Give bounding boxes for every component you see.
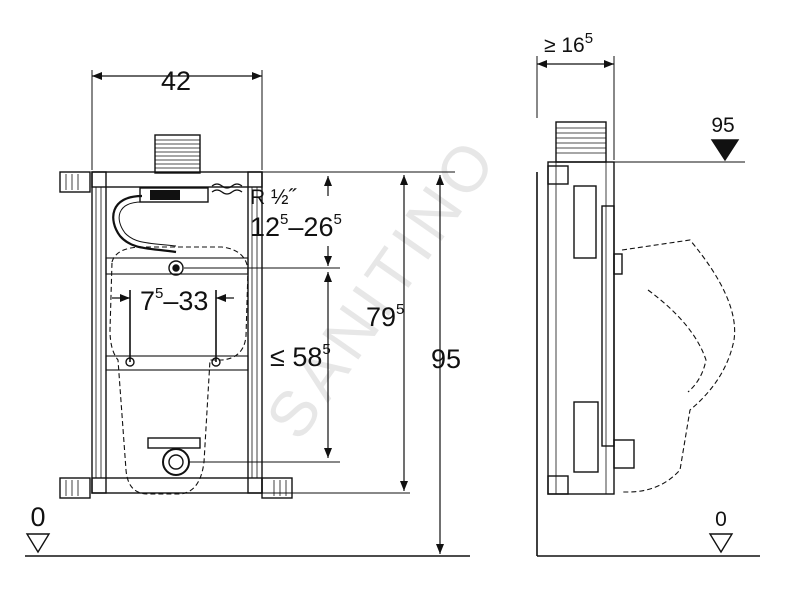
- side-front-panel: [601, 205, 615, 447]
- watermark: SANITINO: [252, 123, 512, 451]
- lower-cross-bar: [105, 355, 249, 371]
- side-floor-marker-icon: [708, 533, 734, 554]
- mount-bracket-bottom-right: [261, 477, 293, 499]
- bolt-spacing-label: 75–33: [140, 285, 208, 316]
- inlet-height-label: 795: [366, 301, 404, 332]
- side-bracket-bottom: [547, 475, 569, 495]
- thread-lines: [155, 139, 200, 169]
- upper-cross-bar: [105, 257, 249, 275]
- bolt-right: [211, 357, 221, 367]
- mount-bracket-bottom-left: [59, 477, 91, 499]
- side-frame: [547, 161, 615, 495]
- front-floor-label: 0: [30, 502, 45, 532]
- mount-bracket-top-left: [59, 171, 91, 193]
- total-height-label: 95: [431, 344, 461, 374]
- flush-hose: [112, 194, 177, 254]
- front-view: [25, 70, 470, 557]
- top-level-label: 95: [711, 114, 734, 137]
- top-inlet-pipe: [154, 134, 201, 174]
- front-view-labels: 42 R ½˝ 125–265 75–33 ≤ 585 795 95 0: [30, 66, 461, 532]
- side-valve-housing: [573, 185, 597, 259]
- side-urinal-outline: [621, 239, 736, 493]
- bolt-left: [125, 357, 135, 367]
- side-outlet-stub: [613, 439, 635, 469]
- frame-top-rail: [91, 171, 263, 188]
- flush-connection: [168, 260, 184, 276]
- side-bracket-top: [547, 165, 569, 185]
- thread-label: R ½˝: [250, 186, 298, 209]
- connection-range-label: 125–265: [250, 211, 342, 242]
- depth-label: ≥ 165: [544, 30, 593, 57]
- frame-right-upright: [247, 171, 263, 494]
- waste-bracket: [147, 437, 201, 449]
- outlet-height-label: ≤ 585: [270, 341, 331, 372]
- side-outlet-housing: [573, 401, 599, 473]
- side-view-labels: ≥ 165 95 0: [544, 30, 735, 531]
- side-floor-label: 0: [715, 508, 727, 531]
- side-view: [536, 56, 760, 557]
- floor-marker-icon: [25, 533, 51, 554]
- width-label: 42: [161, 66, 191, 96]
- frame-bottom-rail: [91, 477, 263, 494]
- top-level-marker-icon: [710, 139, 740, 162]
- frame-left-upright: [91, 171, 107, 494]
- urinal-outline: [109, 246, 249, 495]
- waste-outlet: [162, 448, 190, 476]
